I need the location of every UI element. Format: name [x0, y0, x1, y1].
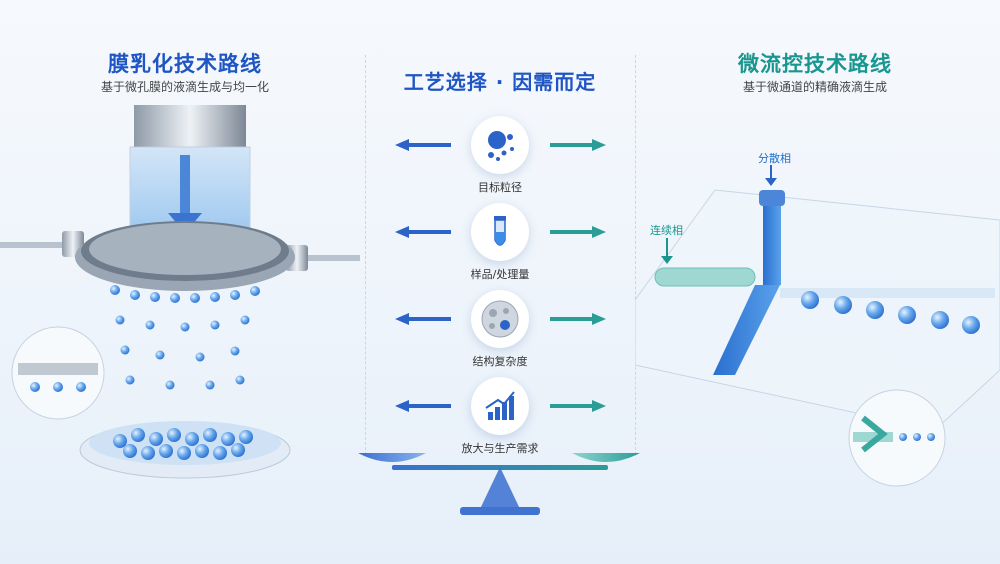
balance-scale-icon: [358, 453, 640, 515]
factor-label: 放大与生产需求: [461, 442, 539, 455]
arrow-left-icon: [395, 400, 451, 412]
arrow-right-icon: [550, 226, 606, 238]
factor-label: 目标粒径: [478, 181, 522, 194]
microfluidic-chip-illustration: [635, 165, 1000, 487]
arrow-right-icon: [550, 139, 606, 151]
arrow-left-icon: [395, 139, 451, 151]
membrane-route-subtitle: 基于微孔膜的液滴生成与均一化: [100, 80, 269, 94]
membrane-emulsification-illustration: [0, 105, 360, 479]
particles-icon: [471, 116, 529, 174]
factor-sample-throughput: 样品/处理量: [440, 203, 560, 282]
arrow-left-icon: [395, 226, 451, 238]
continuous-phase-label: 连续相: [650, 224, 683, 237]
membrane-route-title: 膜乳化技术路线: [108, 52, 262, 76]
right-divider: [635, 55, 636, 455]
microfluidic-route-title: 微流控技术路线: [738, 52, 892, 76]
arrow-right-icon: [550, 313, 606, 325]
process-selection-title: 工艺选择 · 因需而定: [403, 70, 597, 94]
arrow-right-icon: [550, 400, 606, 412]
growth-chart-icon: [471, 377, 529, 435]
factor-structural-complexity: 结构复杂度: [440, 290, 560, 369]
microfluidic-route-subtitle: 基于微通道的精确液滴生成: [742, 80, 887, 94]
microsphere-structure-icon: [471, 290, 529, 348]
arrow-left-icon: [395, 313, 451, 325]
test-tube-icon: [471, 203, 529, 261]
dispersed-phase-label: 分散相: [758, 152, 791, 165]
factor-label: 样品/处理量: [470, 268, 530, 281]
factor-label: 结构复杂度: [472, 355, 528, 368]
factor-target-size: 目标粒径: [440, 116, 560, 195]
factor-scale-up-production: 放大与生产需求: [440, 377, 560, 456]
left-divider: [365, 55, 366, 455]
